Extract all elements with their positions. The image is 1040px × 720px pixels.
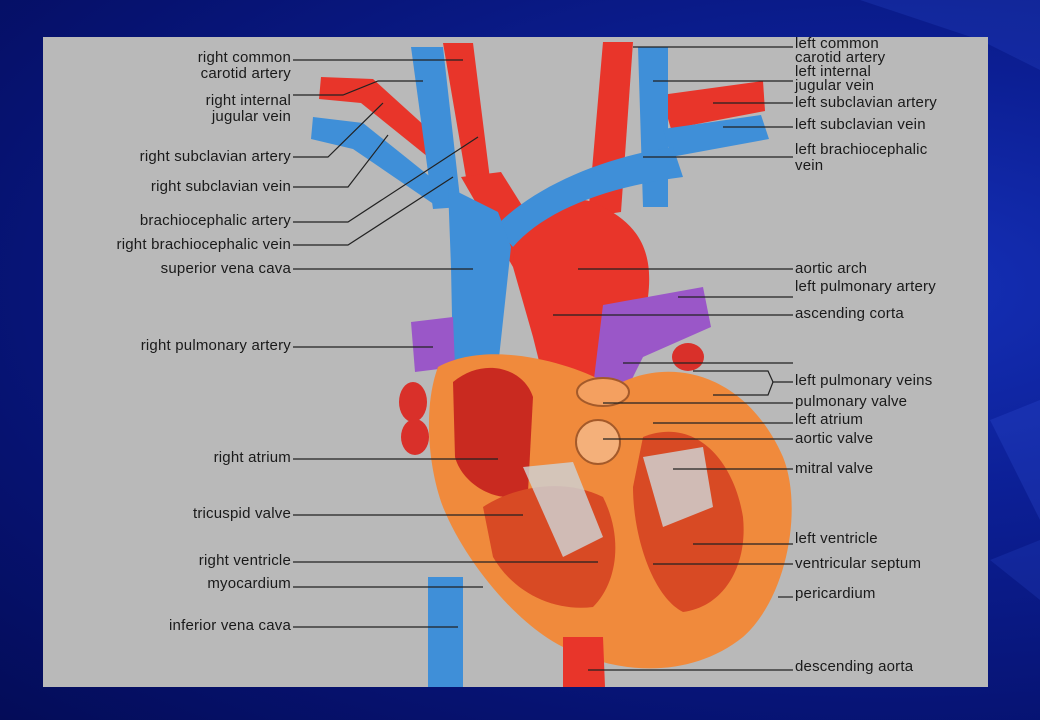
label-superior-vena-cava: superior vena cava <box>160 260 291 277</box>
label-left-subclavian-artery: left subclavian artery <box>795 94 937 111</box>
label-right-atrium: right atrium <box>213 449 291 466</box>
label-tricuspid-valve: tricuspid valve <box>192 505 291 522</box>
label-right-ventricle: right ventricle <box>198 552 291 569</box>
right-atrium-shape <box>453 367 533 498</box>
aortic-valve-shape <box>575 419 621 465</box>
label-right-common-carotid-2: carotid artery <box>200 65 291 82</box>
right-pulmonary-artery-shape <box>411 317 455 372</box>
label-myocardium: myocardium <box>207 575 291 592</box>
leader-lines-right <box>553 46 793 671</box>
label-left-atrium: left atrium <box>795 411 864 428</box>
left-brachiocephalic-vein-shape <box>495 147 683 247</box>
label-left-brachiocephalic-2: vein <box>795 157 824 174</box>
label-pulmonary-valve: pulmonary valve <box>795 393 908 410</box>
right-common-carotid-shape <box>443 43 491 189</box>
label-left-brachiocephalic-1: left brachiocephalic <box>795 141 928 158</box>
label-left-pulmonary-veins: left pulmonary veins <box>795 372 933 389</box>
label-descending-aorta: descending aorta <box>795 658 914 675</box>
superior-vena-cava-shape <box>448 187 511 367</box>
label-right-brachiocephalic-vein: right brachiocephalic vein <box>116 236 291 253</box>
label-right-internal-jugular-1: right internal <box>205 92 291 109</box>
tricuspid-valve-shape <box>523 462 603 557</box>
label-right-subclavian-artery: right subclavian artery <box>139 148 291 165</box>
left-subclavian-vein-shape <box>663 115 769 157</box>
label-ventricular-septum: ventricular septum <box>795 555 922 572</box>
label-left-common-carotid-2: carotid artery <box>795 49 886 66</box>
label-right-subclavian-vein: right subclavian vein <box>150 178 291 195</box>
right-subclavian-artery-shape <box>319 77 448 165</box>
inferior-vena-cava-shape <box>428 577 463 687</box>
label-aortic-arch: aortic arch <box>795 260 868 277</box>
heart-illustration <box>293 42 793 687</box>
right-subclavian-vein-shape <box>311 117 443 205</box>
label-left-common-carotid-1: left common <box>795 37 879 52</box>
left-subclavian-artery-shape <box>661 81 765 129</box>
label-right-common-carotid-1: right common <box>197 49 291 66</box>
pulmonary-valve-shape <box>576 377 630 407</box>
heart-diagram-panel: right common carotid artery right intern… <box>43 37 988 687</box>
mitral-valve-shape <box>643 447 713 527</box>
label-left-ventricle: left ventricle <box>795 530 878 547</box>
descending-aorta-shape <box>563 637 605 687</box>
label-left-internal-jugular-1: left internal <box>795 63 871 80</box>
label-ascending-aorta: ascending corta <box>795 305 904 322</box>
label-left-internal-jugular-2: jugular vein <box>795 77 875 94</box>
label-aortic-valve: aortic valve <box>795 430 874 447</box>
leader-lines-left <box>293 59 598 628</box>
label-pericardium: pericardium <box>795 585 876 602</box>
right-internal-jugular-shape <box>411 47 461 209</box>
label-left-subclavian-vein: left subclavian vein <box>795 116 926 133</box>
label-mitral-valve: mitral valve <box>795 460 874 477</box>
label-right-internal-jugular-2: jugular vein <box>211 108 291 125</box>
label-brachiocephalic-artery: brachiocephalic artery <box>139 212 291 229</box>
label-inferior-vena-cava: inferior vena cava <box>169 617 291 634</box>
label-left-pulmonary-artery: left pulmonary artery <box>795 278 936 295</box>
label-right-pulmonary-artery: right pulmonary artery <box>140 337 291 354</box>
